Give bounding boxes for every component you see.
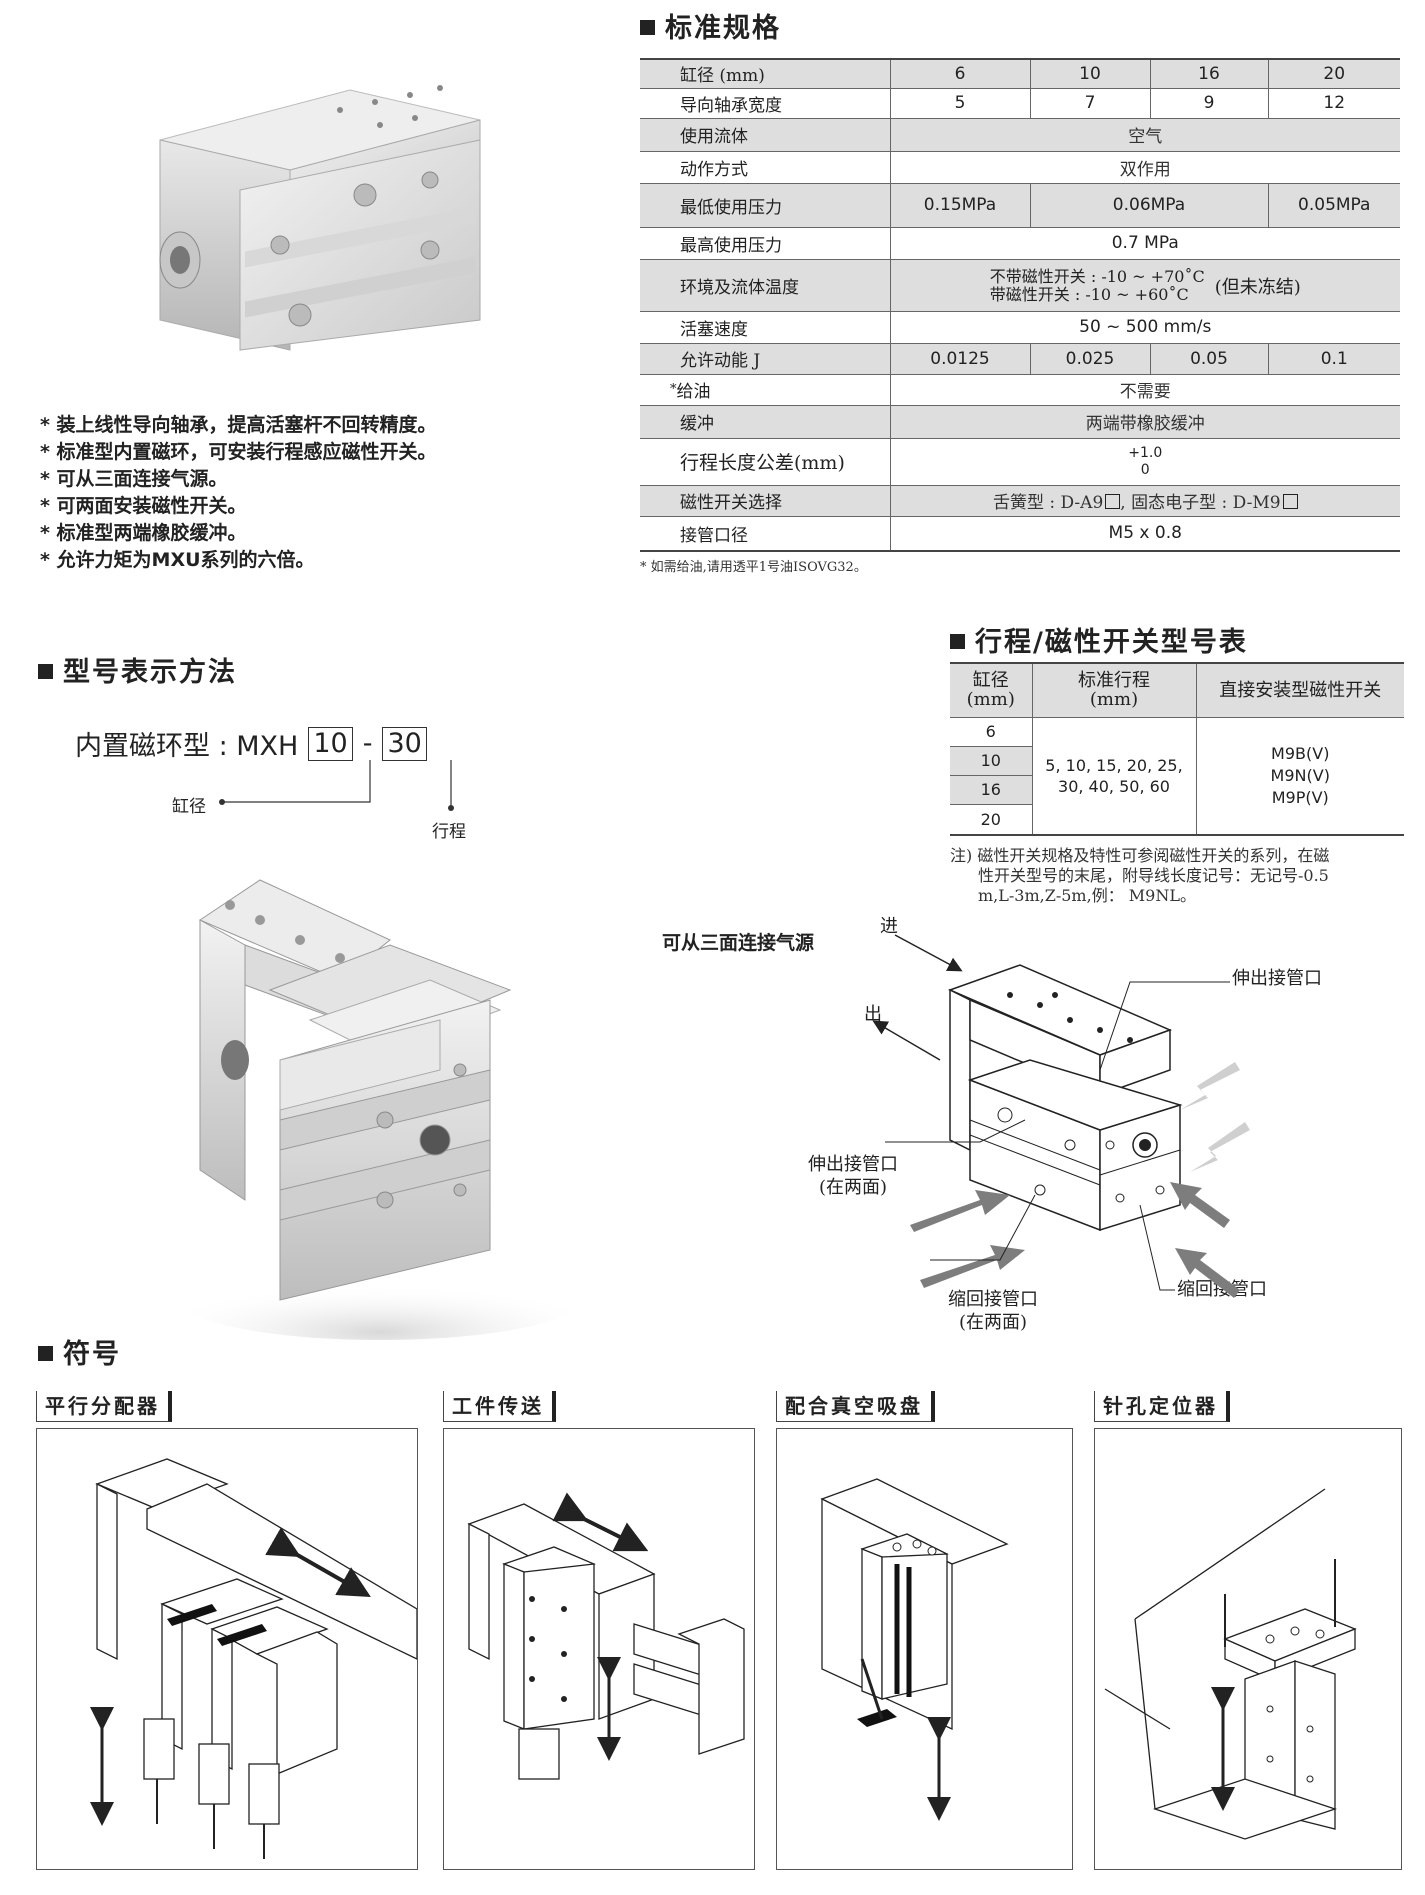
stroke-table-title: 行程/磁性开关型号表 bbox=[950, 620, 1248, 659]
table-row: 行程长度公差(mm) +1.0 0 bbox=[640, 438, 1400, 486]
product-image bbox=[150, 70, 490, 360]
table-row: 接管口径 M5 x 0.8 bbox=[640, 516, 1400, 552]
spec-table: 缸径 (mm) 6 10 16 20 导向轴承宽度 5 7 9 12 使用流体 … bbox=[640, 58, 1400, 552]
table-row: 动作方式 双作用 bbox=[640, 151, 1400, 184]
table-row: 环境及流体温度 不带磁性开关 : -10 ~ +70˚C 带磁性开关 : -10… bbox=[640, 259, 1400, 312]
feature-list: * 装上线性导向轴承，提高活塞杆不回转精度。 * 标准型内置磁环，可安装行程感应… bbox=[40, 412, 437, 574]
table-row: 6 5, 10, 15, 20, 25, 30, 40, 50, 60 M9B(… bbox=[950, 717, 1404, 836]
symbols-title: 符号 bbox=[38, 1332, 121, 1371]
symbol-panel-pin-locator bbox=[1094, 1428, 1402, 1870]
table-row: 活塞速度 50 ~ 500 mm/s bbox=[640, 311, 1400, 344]
symbol-panel-parallel-distributor bbox=[36, 1428, 418, 1870]
table-row: 允许动能 J 0.0125 0.025 0.05 0.1 bbox=[640, 343, 1400, 375]
table-row: 磁性开关选择 舌簧型 : D-A9, 固态电子型 : D-M9 bbox=[640, 485, 1400, 517]
panel-label-workpiece-transfer: 工件传送 bbox=[443, 1391, 556, 1422]
table-row: 最高使用压力 0.7 MPa bbox=[640, 227, 1400, 260]
placeholder-box-icon bbox=[1282, 494, 1298, 509]
extend-port-side-label: 伸出接管口 (在两面) bbox=[808, 1154, 898, 1198]
extend-port-top-label: 伸出接管口 bbox=[1232, 968, 1322, 989]
model-code-leader-lines bbox=[219, 760, 454, 811]
feature-item: * 可两面安装磁性开关。 bbox=[40, 495, 247, 517]
feature-item: * 可从三面连接气源。 bbox=[40, 468, 228, 490]
spec-title: 标准规格 bbox=[640, 6, 781, 45]
table-row: 最低使用压力 0.15MPa 0.06MPa 0.05MPa bbox=[640, 183, 1400, 228]
section-marker-icon bbox=[38, 1346, 53, 1361]
retract-port-bottom-label: 缩回接管口 (在两面) bbox=[948, 1289, 1038, 1333]
in-label: 进 bbox=[880, 916, 898, 937]
section-marker-icon bbox=[38, 664, 53, 679]
table-row: 10 bbox=[950, 746, 1404, 776]
spec-footnote: * 如需给油,请用透平1号油ISOVG32。 bbox=[640, 560, 867, 575]
feature-item: * 装上线性导向轴承，提高活塞杆不回转精度。 bbox=[40, 414, 437, 436]
model-code: 内置磁环型 : MXH 10 - 30 bbox=[75, 724, 427, 763]
panel-label-parallel-distributor: 平行分配器 bbox=[36, 1391, 172, 1422]
stroke-label: 行程 bbox=[432, 822, 466, 842]
model-title: 型号表示方法 bbox=[38, 650, 237, 689]
table-row: *给油 不需要 bbox=[640, 374, 1400, 406]
section-marker-icon bbox=[640, 20, 655, 35]
table-row: 缓冲 两端带橡胶缓冲 bbox=[640, 405, 1400, 439]
panel-label-pin-locator: 针孔定位器 bbox=[1094, 1391, 1230, 1422]
section-marker-icon bbox=[950, 634, 965, 649]
table-row: 缸径(mm) 标准行程(mm) 直接安装型磁性开关 bbox=[950, 662, 1404, 718]
feature-item: * 标准型两端橡胶缓冲。 bbox=[40, 522, 247, 544]
ports-title: 可从三面连接气源 bbox=[662, 932, 815, 954]
cutaway-image bbox=[180, 870, 580, 1340]
symbol-panel-workpiece-transfer bbox=[443, 1428, 755, 1870]
table-row: 20 bbox=[950, 804, 1404, 836]
panel-label-vacuum-pad: 配合真空吸盘 bbox=[776, 1391, 935, 1422]
symbol-panel-vacuum-pad bbox=[776, 1428, 1073, 1870]
stroke-switch-table: 缸径(mm) 标准行程(mm) 直接安装型磁性开关 6 5, 10, 15, 2… bbox=[950, 662, 1404, 836]
table-row: 缸径 (mm) 6 10 16 20 bbox=[640, 58, 1400, 89]
port-diagram bbox=[872, 934, 1250, 1298]
bore-label: 缸径 bbox=[172, 797, 206, 817]
table-row: 导向轴承宽度 5 7 9 12 bbox=[640, 88, 1400, 119]
retract-port-right-label: 缩回接管口 bbox=[1177, 1279, 1267, 1300]
feature-item: * 允许力矩为MXU系列的六倍。 bbox=[40, 549, 315, 571]
table-row: 16 bbox=[950, 775, 1404, 805]
placeholder-box-icon bbox=[1105, 494, 1121, 509]
stroke-table-note: 注) 磁性开关规格及特性可参阅磁性开关的系列，在磁 性开关型号的末尾，附导线长度… bbox=[950, 846, 1330, 905]
feature-item: * 标准型内置磁环，可安装行程感应磁性开关。 bbox=[40, 441, 437, 463]
table-row: 使用流体 空气 bbox=[640, 118, 1400, 152]
temperature-value: 不带磁性开关 : -10 ~ +70˚C 带磁性开关 : -10 ~ +60˚C… bbox=[989, 266, 1301, 304]
out-label: 出 bbox=[864, 1004, 882, 1025]
